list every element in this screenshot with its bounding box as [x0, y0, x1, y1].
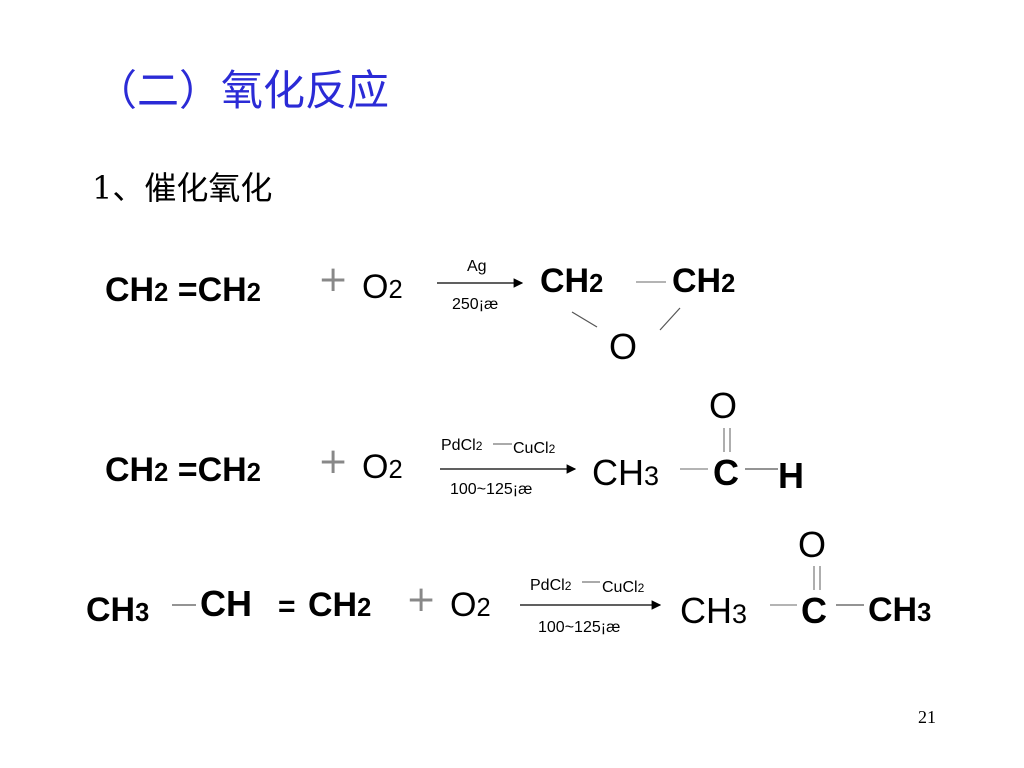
reaction3-reactant-ch2: CH2 [308, 586, 372, 624]
reaction1-bond-co-right [659, 307, 681, 331]
page-title: （二）氧化反应 [95, 66, 390, 115]
reaction1-product-right: CH2 [672, 262, 736, 300]
reaction3-product-ch3-right: CH3 [868, 591, 932, 629]
reaction1-product-left: CH2 [540, 262, 604, 300]
reaction3-catalyst-a: PdCl2 [530, 577, 572, 594]
reaction2-product-oxygen: O [709, 385, 738, 426]
reaction3-plus: + [406, 579, 437, 620]
reaction2-reactant: CH2 =CH2 [105, 451, 261, 489]
reaction3-reactant-ch3: CH3 [86, 591, 150, 629]
reaction2-condition: 100~125¡æ [450, 481, 533, 498]
reaction3-catalyst-b: CuCl2 [602, 579, 645, 596]
reaction1-product-oxygen: O [609, 326, 638, 367]
reaction1-reactant: CH2 =CH2 [105, 271, 261, 309]
reaction3-reactant-ch: CH [200, 583, 252, 624]
reaction1-catalyst: Ag [467, 258, 487, 275]
reaction3-reactant-double-bond: = [278, 590, 296, 623]
page-number: 21 [918, 707, 936, 727]
reaction3-oxidant: O2 [450, 586, 491, 624]
reaction3-product-ch3-left: CH3 [680, 590, 748, 631]
reaction3-product-oxygen: O [798, 524, 827, 565]
reaction1-oxidant: O2 [362, 268, 403, 306]
reaction3-product-carbon: C [801, 590, 827, 631]
reaction3-condition: 100~125¡æ [538, 619, 621, 636]
reaction2-product-ch3: CH3 [592, 452, 660, 493]
reaction1-bond-co-left [571, 311, 598, 328]
reaction2-catalyst-a: PdCl2 [441, 437, 483, 454]
reaction2-catalyst-b: CuCl2 [513, 440, 556, 457]
reaction1-plus: + [318, 259, 349, 300]
reaction2-product-carbon: C [713, 452, 739, 493]
reaction1-condition: 250¡æ [452, 296, 499, 313]
section-heading: 1、催化氧化 [92, 169, 273, 207]
reaction2-oxidant: O2 [362, 448, 403, 486]
reaction2-product-hydrogen: H [778, 455, 804, 496]
reaction2-plus: + [318, 441, 349, 482]
